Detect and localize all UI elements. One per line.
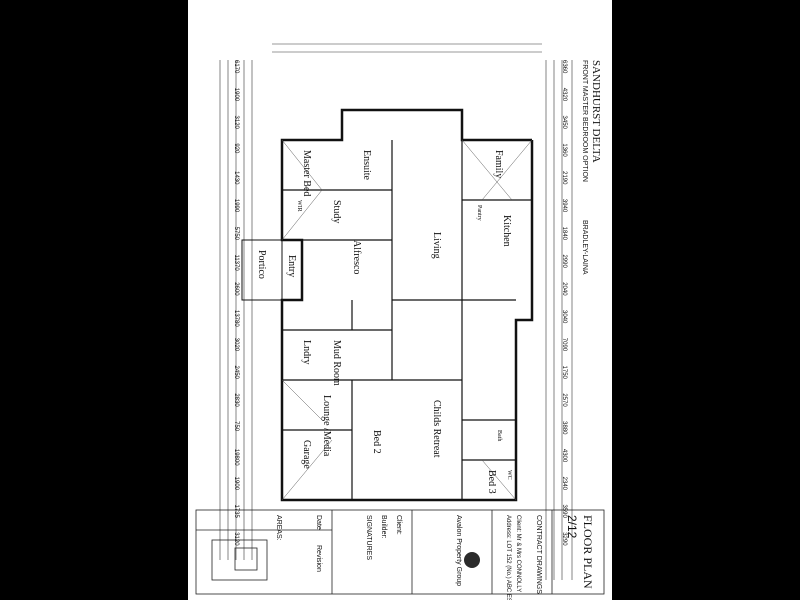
revision-label: Revision [315, 545, 322, 572]
floor-plan-drawing [195, 43, 605, 595]
dimension-label: 3290 [561, 532, 567, 546]
room-family: Family [493, 150, 504, 179]
dimension-label: 19800 [233, 448, 239, 466]
dimension-label: 2830 [233, 393, 239, 407]
dimension-label: 4300 [561, 448, 567, 463]
room-bed2: Bed 2 [371, 430, 382, 454]
dimension-label: 1360 [561, 143, 567, 157]
project-subtitle-1: FRONT MASTER BEDROOM OPTION [581, 60, 588, 182]
dimension-label: 11370 [233, 254, 239, 271]
dimension-label: 3020 [233, 337, 239, 352]
dimension-label: 1840 [561, 226, 567, 241]
client-label: Client: [395, 515, 402, 535]
room-wir: WIR [296, 200, 302, 212]
company-name: Avalon Property Group [455, 515, 462, 587]
dimension-label: 1735 [233, 504, 239, 518]
dimension-label: 750 [233, 421, 239, 432]
sheet-name: FLOOR PLAN [581, 515, 595, 589]
dimension-label: 2990 [561, 254, 567, 268]
dimension-label: 3120 [233, 115, 239, 129]
address: Address: LOT 152 (No.) ABC ESTATE [505, 515, 511, 600]
room-study: Study [331, 200, 342, 224]
room-wc: WC [506, 470, 512, 480]
dimension-label: 4320 [561, 87, 567, 102]
room-ensuite: Ensuite [361, 150, 372, 180]
dimension-label: 2570 [561, 393, 567, 407]
room-bath: Bath [496, 430, 502, 442]
areas-label: AREAS: [275, 515, 282, 541]
date-label: Date [315, 515, 322, 530]
room-master-bed: Master Bed [301, 150, 312, 197]
room-mud-room: Mud Room [331, 340, 342, 386]
dimension-label: 2340 [561, 476, 567, 491]
dimension-label: 1430 [233, 171, 239, 185]
room-kitchen: Kitchen [501, 215, 512, 247]
room-lounge-media: Lounge /Media [321, 395, 332, 457]
project-title: SANDHURST DELTA [590, 60, 602, 163]
dimension-label: 2450 [233, 365, 239, 379]
room-alfresco: Alfresco [351, 240, 362, 275]
document-page: SANDHURST DELTA FRONT MASTER BEDROOM OPT… [188, 0, 612, 600]
dimension-label: 7090 [561, 337, 567, 352]
rotated-floor-plan-sheet: SANDHURST DELTA FRONT MASTER BEDROOM OPT… [188, 0, 612, 600]
dimension-label: 3040 [561, 310, 567, 324]
dimension-label: 2600 [233, 282, 239, 296]
dimension-label: 3940 [561, 198, 567, 213]
dimension-label: 6360 [561, 60, 567, 74]
project-subtitle-2: BRADLEY-LAINA [581, 220, 588, 275]
dimension-label: 6170 [233, 60, 239, 74]
dimension-label: 13780 [233, 310, 239, 327]
room-portico: Portico [256, 250, 267, 279]
dimension-label: 920 [233, 143, 239, 154]
client-names: Client: Mr & Mrs CONNOLLY [515, 515, 521, 593]
dimension-label: 1900 [233, 476, 239, 491]
room-childs-retreat: Childs Retreat [431, 400, 442, 458]
dimension-label: 1750 [561, 365, 567, 379]
room-lndry: Lndry [301, 340, 312, 365]
dimension-label: 3880 [561, 421, 567, 435]
room-bed3: Bed 3 [486, 470, 497, 494]
room-garage: Garage [301, 440, 312, 469]
dimension-label: 3450 [561, 115, 567, 129]
room-entry: Entry [286, 255, 297, 278]
stamp: CONTRACT DRAWINGS [535, 515, 542, 594]
room-living: Living [431, 232, 442, 259]
dimension-label: 3120 [233, 532, 239, 546]
dimension-label: 1900 [233, 87, 239, 102]
room-pantry: Pantry [476, 205, 482, 221]
dimension-label: 3590 [561, 504, 567, 518]
dimension-label: 1990 [233, 198, 239, 213]
signatures-label: SIGNATURES [365, 515, 372, 560]
dimension-label: 5750 [233, 226, 239, 241]
dimension-label: 2190 [561, 171, 567, 185]
builder-label: Builder: [380, 515, 387, 539]
sheet-number: 2/12 [565, 515, 579, 539]
dimension-label: 2040 [561, 282, 567, 296]
